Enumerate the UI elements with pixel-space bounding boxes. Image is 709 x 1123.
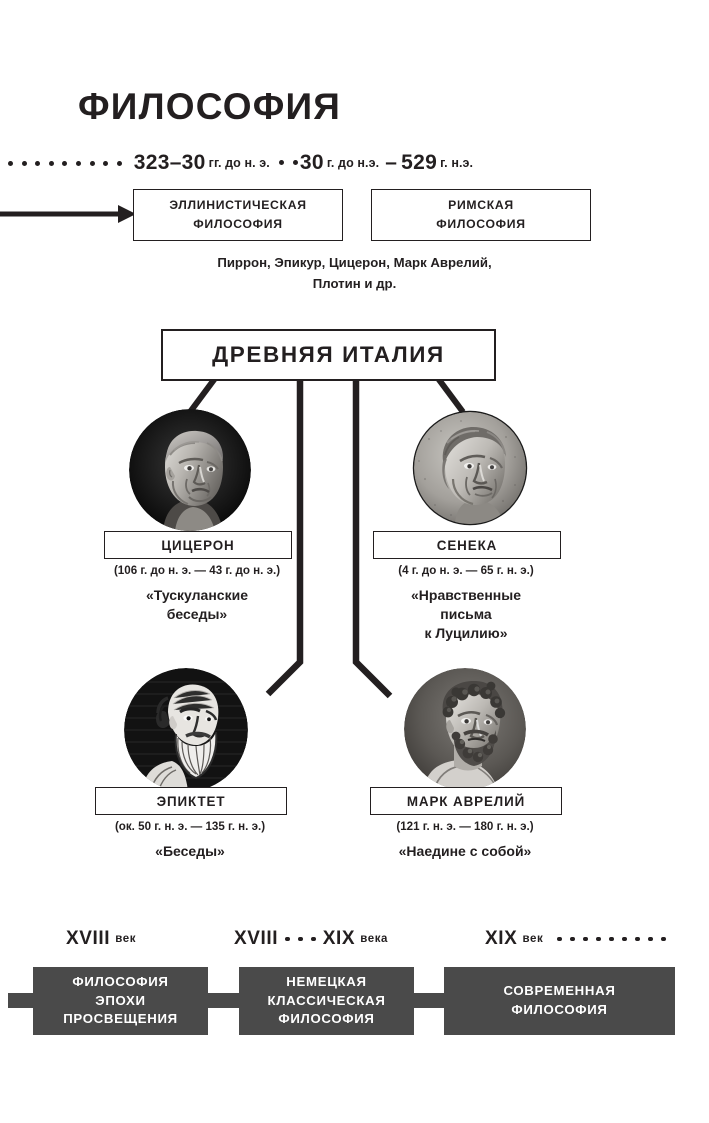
era-box-hellenistic-line1: ЭЛЛИНИСТИЧЕСКАЯ: [169, 198, 307, 213]
figure-dates-epictetus: (ок. 50 г. н. э. — 135 г. н. э.): [114, 820, 266, 833]
incoming-arrow-icon: [0, 205, 136, 223]
century-label-1-word: век: [115, 933, 137, 945]
seneca-coin-portrait-icon: [411, 409, 529, 527]
timeline-box-enlightenment-line3: ПРОСВЕЩЕНИЯ: [63, 1011, 178, 1027]
era-2-qualifier-2: г. н.э.: [440, 156, 474, 170]
figure-work-cicero-line2: беседы»: [166, 606, 228, 623]
century-label-2-word: века: [360, 933, 389, 945]
main-heading-box-ancient-italy[interactable]: ДРЕВНЯЯ ИТАЛИЯ: [161, 329, 496, 381]
epictetus-engraving-portrait-icon: [124, 668, 248, 792]
figure-dates-cicero: (106 г. до н. э. — 43 г. до н. э.): [113, 564, 281, 577]
era-2-qualifier-1: г. до н.э.: [326, 156, 380, 170]
figure-name-plate-cicero[interactable]: ЦИЦЕРОН: [104, 531, 292, 559]
era-box-roman-line2: ФИЛОСОФИЯ: [436, 217, 526, 231]
figure-name-plate-epictetus[interactable]: ЭПИКТЕТ: [95, 787, 287, 815]
figure-work-marcus-aurelius-line1: «Наедине с собой»: [398, 843, 532, 859]
figure-dates-seneca: (4 г. до н. э. — 65 г. н. э.): [398, 564, 534, 577]
figure-work-seneca-line1: «Нравственные: [411, 587, 521, 603]
philosophers-list-line2: Плотин и др.: [312, 276, 397, 292]
century-label-1-roman: XVIII: [66, 928, 111, 949]
figure-work-seneca: «Нравственные письма к Луцилию»: [386, 586, 546, 643]
figure-dates-marcus-aurelius: (121 г. н. э. — 180 г. н. э.): [396, 820, 534, 833]
timeline-connector-2-3: [412, 993, 446, 1008]
philosophers-name-list: Пиррон, Эпикур, Цицерон, Марк Аврелий, П…: [0, 252, 709, 295]
timeline-box-enlightenment-line1: ФИЛОСОФИЯ: [72, 973, 169, 989]
century-label-2: XVIII XIX века: [234, 928, 388, 950]
timeline-connector-1-2: [206, 993, 241, 1008]
timeline-box-modern-line1: СОВРЕМЕННАЯ: [503, 983, 616, 999]
figure-work-marcus-aurelius: «Наедине с собой»: [375, 842, 555, 861]
timeline-box-german-classical-line3: ФИЛОСОФИЯ: [278, 1011, 375, 1027]
figure-work-epictetus-line1: «Беседы»: [155, 843, 225, 859]
figure-work-cicero: «Тускуланские беседы»: [107, 586, 287, 624]
timeline-box-modern[interactable]: СОВРЕМЕННАЯ ФИЛОСОФИЯ: [444, 967, 675, 1035]
page-title: ФИЛОСОФИЯ: [78, 86, 342, 127]
timeline-box-enlightenment[interactable]: ФИЛОСОФИЯ ЭПОХИ ПРОСВЕЩЕНИЯ: [33, 967, 208, 1035]
timeline-box-german-classical-line2: КЛАССИЧЕСКАЯ: [267, 992, 386, 1008]
figure-name-plate-seneca[interactable]: СЕНЕКА: [373, 531, 561, 559]
cicero-bust-portrait-icon: [129, 409, 251, 531]
century-label-3-word: век: [522, 933, 544, 945]
marcus-aurelius-bust-portrait-icon: [404, 668, 526, 790]
leading-dots-decoration: [8, 160, 122, 166]
century-label-2-roman-2: XIX: [322, 928, 356, 949]
timeline-box-enlightenment-line2: ЭПОХИ: [95, 992, 146, 1008]
era-2-range: 30: [299, 151, 324, 174]
era-1-qualifier: гг. до н. э.: [208, 156, 270, 170]
philosophers-list-line1: Пиррон, Эпикур, Цицерон, Марк Аврелий,: [217, 255, 492, 270]
era-box-hellenistic[interactable]: ЭЛЛИНИСТИЧЕСКАЯ ФИЛОСОФИЯ: [133, 189, 343, 241]
era-box-hellenistic-line2: ФИЛОСОФИЯ: [193, 217, 283, 231]
century-label-2-dots: [285, 936, 316, 942]
timeline-century-labels: XVIII век XVIII XIX века XIX век: [0, 928, 709, 954]
figure-work-seneca-line3: к Луцилию»: [424, 625, 508, 642]
figure-name-plate-marcus-aurelius[interactable]: МАРК АВРЕЛИЙ: [370, 787, 562, 815]
timeline-connector-left: [8, 993, 35, 1008]
century-label-3-roman: XIX: [485, 928, 518, 949]
century-label-2-roman: XVIII: [234, 928, 279, 949]
figure-work-seneca-line2: письма: [440, 606, 492, 623]
figure-work-cicero-line1: «Тускуланские: [146, 587, 248, 603]
era-2-dash: –: [385, 151, 398, 174]
era-1-range: 323–30: [133, 151, 206, 174]
century-label-1: XVIII век: [66, 928, 136, 950]
figure-work-epictetus: «Беседы»: [110, 842, 270, 861]
century-label-3-trailing-dots: [557, 936, 666, 942]
era-separator-dot: [278, 159, 284, 165]
era-box-roman[interactable]: РИМСКАЯ ФИЛОСОФИЯ: [371, 189, 591, 241]
era-2-lead-dot: [292, 159, 298, 165]
era-dates-row: 323–30 гг. до н. э. 30 г. до н.э. – 529 …: [0, 148, 709, 178]
era-2-range-2: 529: [401, 151, 438, 174]
century-label-3: XIX век: [485, 928, 666, 950]
era-box-roman-line1: РИМСКАЯ: [448, 198, 514, 213]
timeline-box-german-classical[interactable]: НЕМЕЦКАЯ КЛАССИЧЕСКАЯ ФИЛОСОФИЯ: [239, 967, 414, 1035]
timeline-box-modern-line2: ФИЛОСОФИЯ: [511, 1002, 608, 1017]
timeline-box-german-classical-line1: НЕМЕЦКАЯ: [286, 973, 367, 989]
